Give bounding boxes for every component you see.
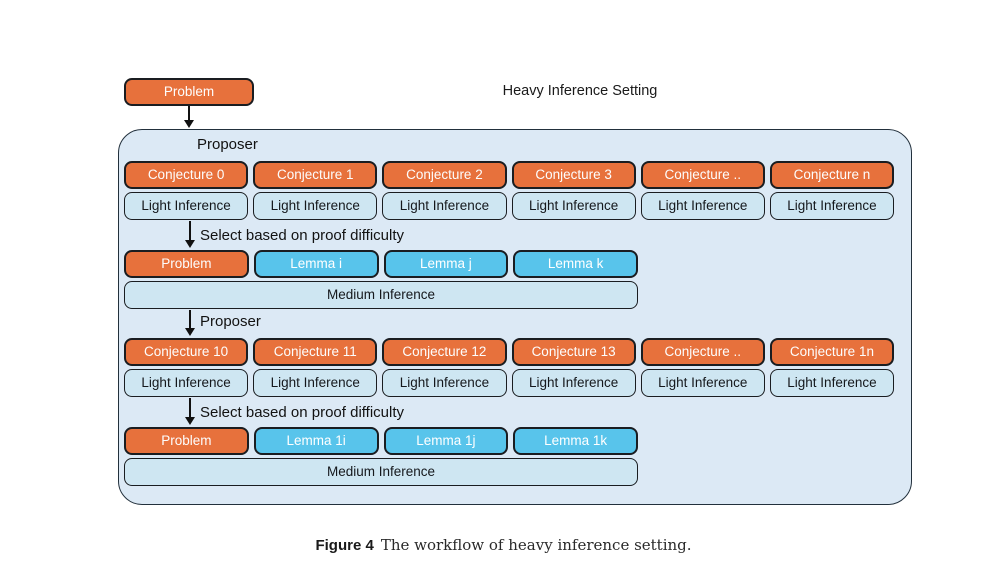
light-inference-node: Light Inference	[382, 369, 507, 397]
light-inference-row-1: Light Inference Light Inference Light In…	[124, 192, 895, 220]
proposer-label-2: Proposer	[200, 313, 261, 330]
light-inference-node: Light Inference	[640, 192, 765, 220]
problem-node: Problem	[124, 427, 249, 455]
light-inference-node: Light Inference	[640, 369, 765, 397]
conjecture-node: Conjecture 12	[382, 338, 507, 366]
arrow-select-1	[185, 221, 195, 248]
conjecture-node: Conjecture 11	[253, 338, 378, 366]
light-inference-node: Light Inference	[124, 192, 249, 220]
conjecture-node: Conjecture 10	[124, 338, 249, 366]
conjecture-node: Conjecture ..	[640, 338, 765, 366]
selected-row-2: Problem Lemma 1i Lemma 1j Lemma 1k	[124, 427, 638, 455]
lemma-node: Lemma i	[253, 250, 379, 278]
conjecture-node: Conjecture ..	[640, 161, 765, 189]
lemma-node: Lemma j	[383, 250, 509, 278]
proposer-container: Proposer Conjecture 0 Conjecture 1 Conje…	[118, 129, 912, 505]
figure-title: Heavy Inference Setting	[502, 83, 658, 99]
lemma-node: Lemma 1j	[383, 427, 509, 455]
conjecture-node: Conjecture 13	[511, 338, 636, 366]
selected-row-1: Problem Lemma i Lemma j Lemma k	[124, 250, 638, 278]
conjecture-row-2: Conjecture 10 Conjecture 11 Conjecture 1…	[124, 338, 895, 366]
light-inference-node: Light Inference	[253, 369, 378, 397]
problem-node: Problem	[124, 250, 249, 278]
medium-inference-row-1: Medium Inference	[124, 281, 638, 309]
conjecture-node: Conjecture 0	[124, 161, 249, 189]
select-label-1: Select based on proof difficulty	[200, 227, 405, 244]
conjecture-node: Conjecture 1n	[769, 338, 895, 366]
lemma-node: Lemma 1k	[513, 427, 638, 455]
light-inference-node: Light Inference	[382, 192, 507, 220]
figure-caption: Figure 4 The workflow of heavy inference …	[0, 536, 1007, 554]
caption-text: The workflow of heavy inference setting.	[380, 536, 692, 554]
select-label-2: Select based on proof difficulty	[200, 404, 405, 421]
conjecture-row-1: Conjecture 0 Conjecture 1 Conjecture 2 C…	[124, 161, 895, 189]
medium-inference-node: Medium Inference	[124, 281, 638, 309]
light-inference-node: Light Inference	[511, 192, 636, 220]
light-inference-row-2: Light Inference Light Inference Light In…	[124, 369, 895, 397]
lemma-node: Lemma 1i	[253, 427, 379, 455]
problem-node: Problem	[124, 78, 254, 106]
light-inference-node: Light Inference	[253, 192, 378, 220]
conjecture-node: Conjecture n	[769, 161, 895, 189]
conjecture-node: Conjecture 2	[382, 161, 507, 189]
medium-inference-row-2: Medium Inference	[124, 458, 638, 486]
lemma-node: Lemma k	[513, 250, 638, 278]
proposer-label: Proposer	[197, 136, 258, 153]
conjecture-node: Conjecture 1	[253, 161, 378, 189]
arrow-problem-to-proposer	[184, 106, 194, 128]
conjecture-node: Conjecture 3	[511, 161, 636, 189]
light-inference-node: Light Inference	[511, 369, 636, 397]
medium-inference-node: Medium Inference	[124, 458, 638, 486]
light-inference-node: Light Inference	[769, 192, 895, 220]
caption-label: Figure 4	[315, 537, 374, 554]
light-inference-node: Light Inference	[124, 369, 249, 397]
light-inference-node: Light Inference	[769, 369, 895, 397]
arrow-select-2	[185, 398, 195, 425]
arrow-proposer-2	[185, 310, 195, 336]
